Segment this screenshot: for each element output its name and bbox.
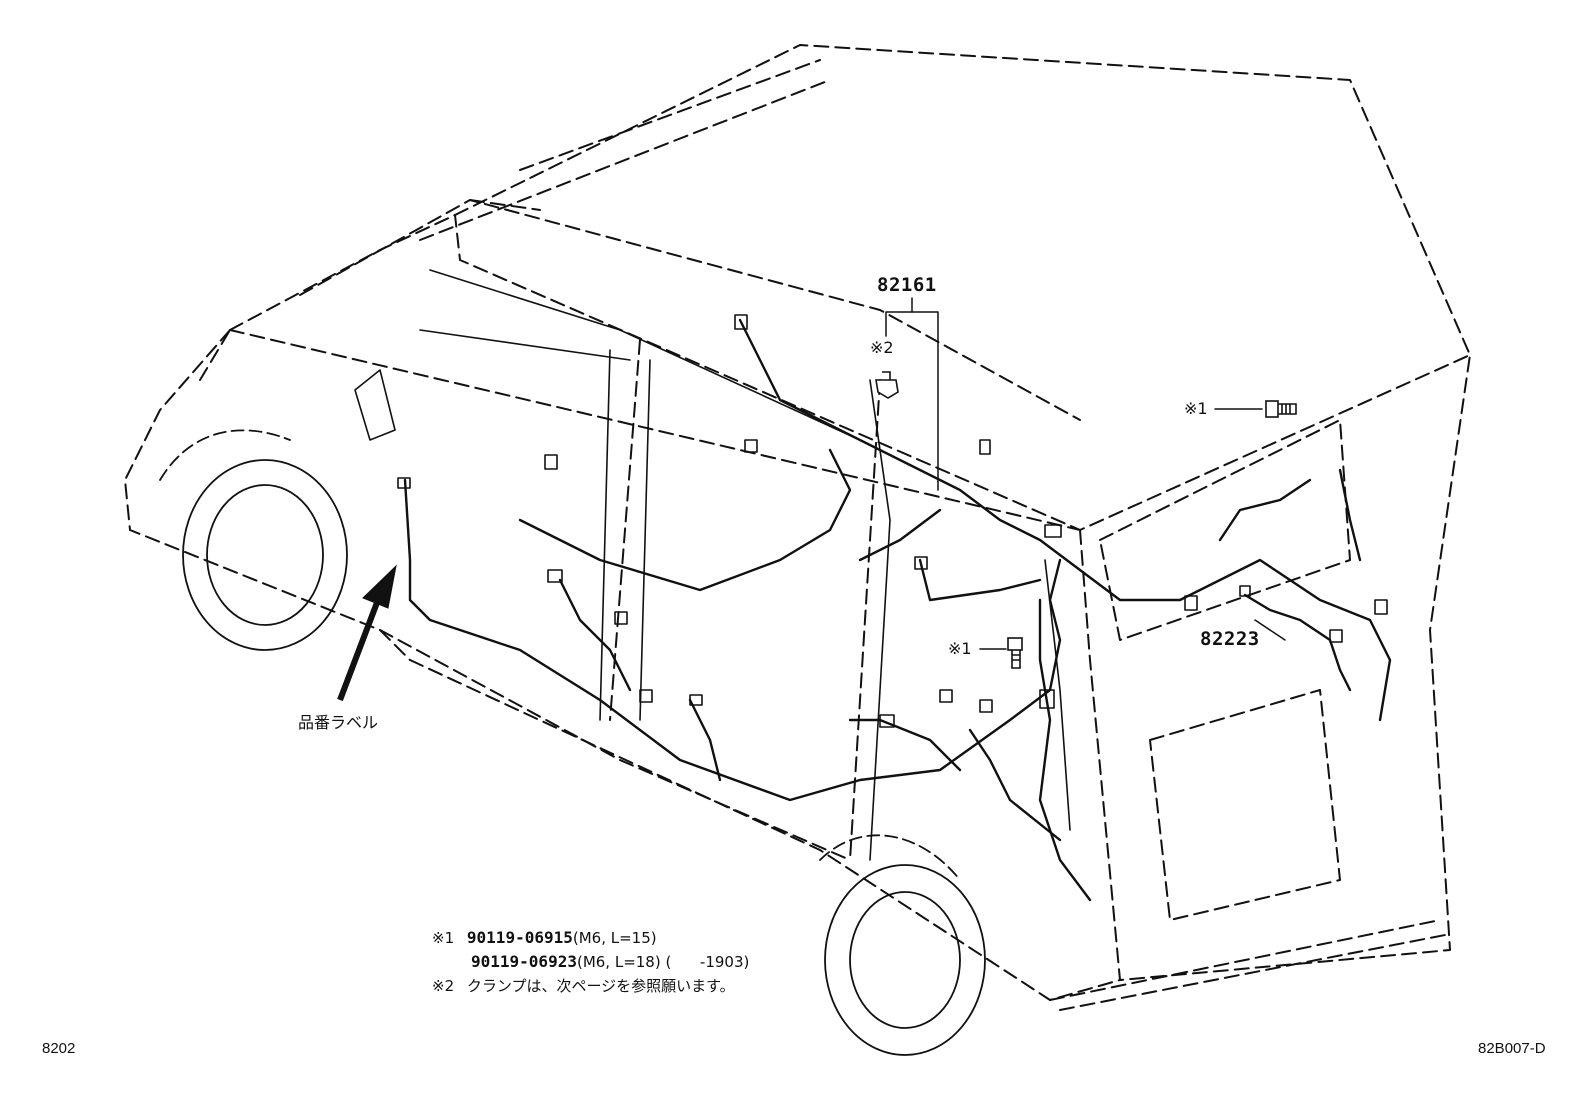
part-number-label-tag: 品番ラベル bbox=[298, 713, 379, 732]
rear-wheel bbox=[819, 834, 986, 1056]
note-2: ※2 クランプは、次ページを参照願います。 bbox=[432, 979, 735, 994]
note-1-spec-a: (M6, L=15) bbox=[572, 929, 657, 947]
figure-id: 82B007-D bbox=[1478, 1040, 1546, 1057]
note-2-mark: ※2 bbox=[432, 977, 455, 995]
note-1-mark: ※1 bbox=[432, 929, 455, 947]
leader-82223 bbox=[1254, 619, 1286, 641]
front-wheel bbox=[159, 429, 348, 651]
callout-mark2: ※2 bbox=[870, 338, 894, 357]
callout-mark1-center: ※1 bbox=[948, 639, 972, 658]
arrow-up-right-icon bbox=[337, 564, 397, 702]
vehicle-body-outline bbox=[124, 44, 1471, 1011]
part-number-82223[interactable]: 82223 bbox=[1200, 628, 1260, 650]
clamp-icon bbox=[875, 371, 899, 399]
bolt-icon-center bbox=[1007, 637, 1023, 669]
note-1-spec-b: (M6, L=18) ( -1903) bbox=[576, 953, 750, 971]
note-2-text: クランプは、次ページを参照願います。 bbox=[466, 977, 735, 995]
note-1-line-1: ※1 90119-06915(M6, L=15) bbox=[432, 930, 657, 946]
wire-harness-82223 bbox=[1243, 593, 1352, 692]
part-number-82161[interactable]: 82161 bbox=[877, 274, 937, 296]
leader-82161 bbox=[885, 297, 939, 491]
note-1-line-2: 90119-06923(M6, L=18) ( -1903) bbox=[471, 954, 749, 970]
bolt-icon bbox=[1265, 400, 1297, 418]
callout-mark1-top: ※1 bbox=[1184, 399, 1208, 418]
note-1-part-a[interactable]: 90119-06915 bbox=[466, 928, 573, 947]
connectors bbox=[397, 314, 1388, 728]
vehicle-interior-outline bbox=[354, 269, 1071, 861]
wire-harness-main bbox=[403, 318, 1392, 902]
note-1-part-b[interactable]: 90119-06923 bbox=[471, 952, 577, 971]
page-id: 8202 bbox=[42, 1040, 76, 1057]
